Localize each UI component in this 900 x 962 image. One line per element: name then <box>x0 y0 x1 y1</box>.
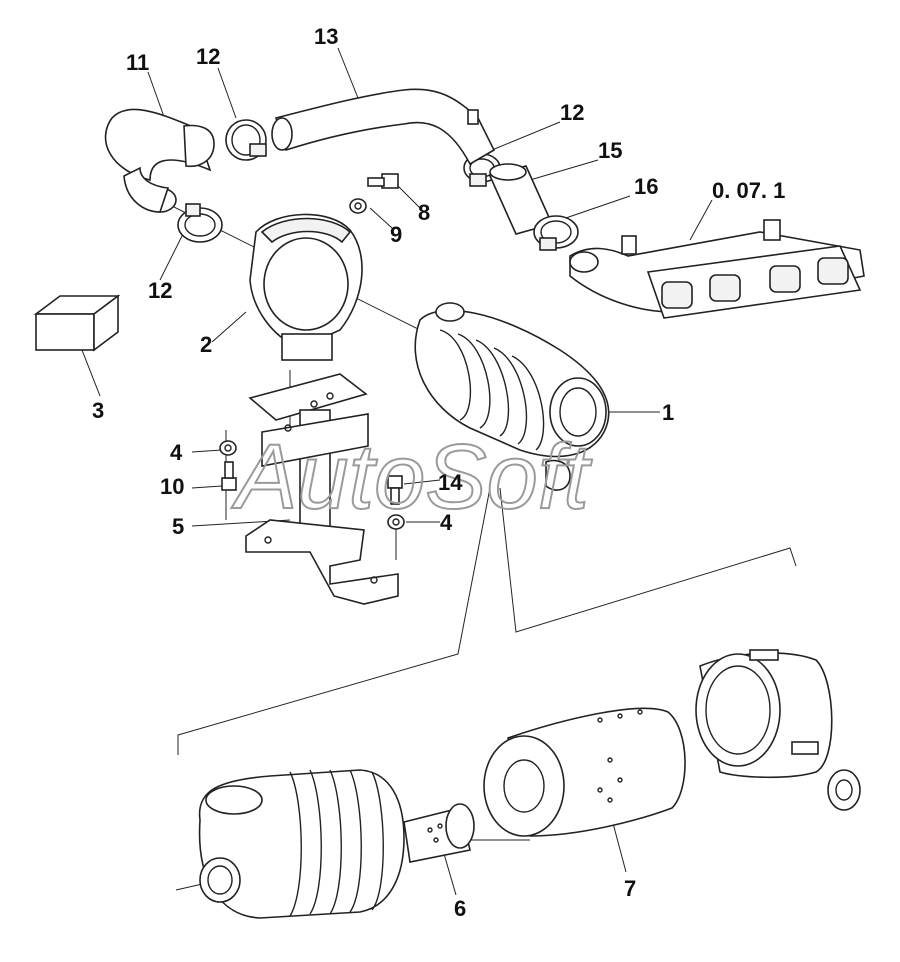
part-7-filter-element <box>483 707 686 837</box>
part-16-clamp <box>533 215 579 251</box>
part-13-intake-pipe <box>271 88 496 166</box>
callout-12-right: 12 <box>560 100 584 125</box>
part-8-bolt <box>367 173 399 189</box>
callout-6: 6 <box>454 896 466 921</box>
part-12-clamp-lower-left <box>177 203 223 243</box>
callout-8: 8 <box>418 200 430 225</box>
callout-11: 11 <box>126 50 149 75</box>
callout-labels: 1 2 3 4 4 5 6 7 8 9 10 11 12 12 12 13 14… <box>92 24 785 921</box>
part-6-inner-tube <box>403 803 475 863</box>
part-9-washer <box>349 198 367 214</box>
callout-16: 16 <box>634 174 658 199</box>
part-5-support-bracket <box>245 373 399 605</box>
part-0-07-1-manifold <box>569 219 865 319</box>
detail-filter-housing <box>198 769 405 919</box>
part-3-block <box>33 294 121 352</box>
callout-ref-0-07-1: 0. 07. 1 <box>712 178 785 203</box>
part-4-washer-right <box>387 514 405 530</box>
callout-12-top: 12 <box>196 44 220 69</box>
part-14-bolt <box>387 475 403 505</box>
callout-7: 7 <box>624 876 636 901</box>
callout-2: 2 <box>200 332 212 357</box>
callout-12-left: 12 <box>148 278 172 303</box>
part-10-bolt <box>221 461 237 491</box>
part-12-clamp-upper-left <box>225 119 267 161</box>
part-11-elbow-hose <box>104 108 215 213</box>
callout-10: 10 <box>160 474 184 499</box>
callout-5: 5 <box>172 514 184 539</box>
detail-end-cap <box>695 649 861 811</box>
callout-4-left: 4 <box>170 440 183 465</box>
callout-15: 15 <box>598 138 622 163</box>
callout-13: 13 <box>314 24 338 49</box>
part-2-mounting-band <box>249 213 363 361</box>
watermark: AutoSoft <box>231 426 592 528</box>
part-1-air-filter <box>414 302 610 491</box>
callout-9: 9 <box>390 222 402 247</box>
callout-3: 3 <box>92 398 104 423</box>
callout-1: 1 <box>662 400 674 425</box>
callout-14: 14 <box>438 470 463 495</box>
callout-4-right: 4 <box>440 510 453 535</box>
part-4-washer-left <box>219 440 237 456</box>
